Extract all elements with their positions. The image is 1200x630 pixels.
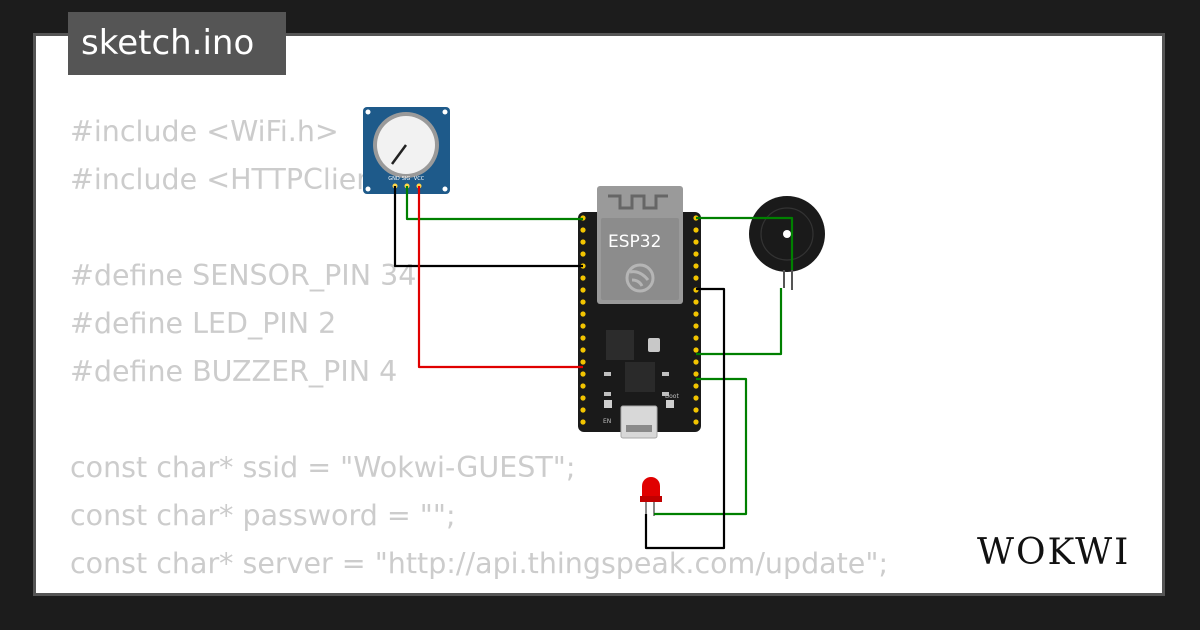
potentiometer[interactable]: GND SIG VCC [363, 107, 450, 194]
wire-led-gnd [644, 287, 726, 550]
wire-buzzer-signal [696, 216, 794, 270]
wokwi-logo: WOKWI [977, 532, 1130, 573]
wokwi-logo-text: WOKWI [977, 532, 1130, 573]
wires [393, 186, 794, 550]
code-editor: #include <WiFi.h>#include <HTTPClient.h>… [70, 108, 1162, 593]
board-label: ESP32 [608, 232, 661, 252]
code-line: const char* ssid = "Wokwi-GUEST"; [70, 451, 576, 484]
wire-led-signal [654, 377, 748, 516]
wire-gnd [393, 186, 583, 268]
wire-vcc [417, 186, 583, 369]
wire-buzzer-gnd [696, 288, 783, 356]
boot-button-label: Boot [665, 393, 679, 400]
wifi-antenna-icon [608, 194, 668, 210]
code-line: #define SENSOR_PIN 34 [70, 259, 417, 292]
code-line: #define BUZZER_PIN 4 [70, 355, 398, 388]
en-button-label: EN [603, 418, 611, 425]
pot-knob-indicator [390, 144, 408, 165]
code-line: const char* server = "http://api.thingsp… [70, 547, 889, 580]
wire-sig [405, 186, 583, 221]
code-line: #define LED_PIN 2 [70, 307, 337, 340]
usb-port-icon [620, 405, 658, 439]
sketch-preview-card: #include <WiFi.h>#include <HTTPClient.h>… [33, 33, 1165, 596]
code-line: const char* password = ""; [70, 499, 456, 532]
espressif-logo-icon [625, 263, 655, 293]
file-tab-sketch[interactable]: sketch.ino [68, 12, 286, 75]
led[interactable] [640, 477, 662, 516]
esp32-board[interactable]: ESP32 EN Boot [578, 186, 701, 439]
pot-pin-label: VCC [414, 176, 425, 182]
pot-pin-label: SIG [402, 176, 411, 182]
code-line: #include <WiFi.h> [70, 115, 339, 148]
pot-pin-label: GND [388, 176, 400, 182]
buzzer[interactable] [749, 196, 825, 290]
